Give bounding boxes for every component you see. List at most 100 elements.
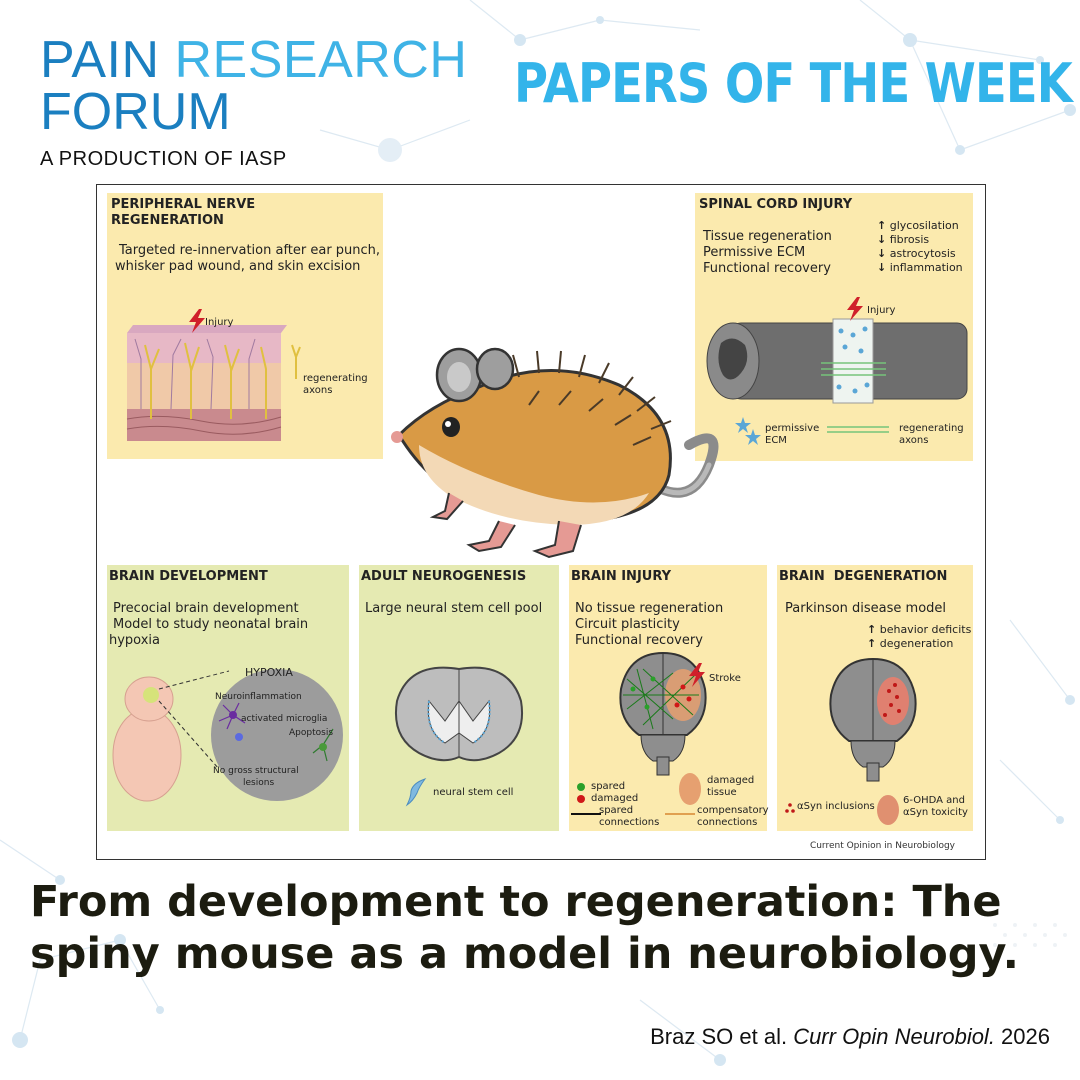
peripheral-regen-label-2: axons [303, 385, 333, 396]
spinal-text-block: Tissue regeneration Permissive ECM Funct… [703, 229, 832, 277]
neurogenesis-text-1: Large neural stem cell pool [365, 601, 543, 616]
damaged-dot-icon [577, 795, 585, 803]
article-title-line-1: From development to regeneration: The [30, 877, 1002, 927]
neural-stem-cell-icon [405, 778, 427, 807]
arrow-up-icon: ↑ [867, 623, 877, 636]
article-title-line-2: spiny mouse as a model in neurobiology. [30, 929, 1019, 979]
brand-logo: PAIN RESEARCH FORUM A PRODUCTION OF IASP [40, 34, 467, 171]
spinal-ecm-label-2: ECM [765, 435, 787, 446]
spinal-ecm-label-1: permissive [765, 423, 820, 434]
spinal-effect-down-3: ↓ inflammation [877, 261, 963, 275]
peripheral-text-2: whisker pad wound, and skin excision [115, 259, 361, 274]
panel-peripheral-nerve: PERIPHERAL NERVE REGENERATION Targeted r… [107, 193, 383, 459]
ohda-label-1: 6-OHDA and [903, 795, 965, 806]
lightning-icon [189, 309, 205, 333]
injured-brain-illustration [619, 651, 707, 776]
degeneration-effect-up-1: ↑ behavior deficits [867, 623, 971, 637]
degeneration-text-1: Parkinson disease model [785, 601, 947, 616]
brain-injury-text-block: No tissue regeneration Circuit plasticit… [575, 601, 723, 649]
spinal-injury-label: Injury [867, 305, 896, 316]
citation-journal: Curr Opin Neurobiol. [793, 1024, 995, 1049]
brand-line-1: PAIN RESEARCH [40, 34, 467, 86]
asyn-inclusion-dots-icon [785, 803, 795, 813]
asyn-inclusions-label: αSyn inclusions [797, 801, 875, 812]
damaged-tissue-swatch [679, 773, 701, 805]
damaged-label: damaged [591, 793, 639, 804]
degeneration-effect-label: degeneration [879, 637, 954, 650]
arrow-down-icon: ↓ [877, 247, 887, 260]
brand-tagline: A PRODUCTION OF IASP [40, 148, 287, 170]
brain-dev-title: BRAIN DEVELOPMENT [109, 569, 268, 584]
hypoxia-label: HYPOXIA [245, 666, 293, 679]
spinal-title: SPINAL CORD INJURY [699, 197, 853, 212]
skin-illustration [126, 325, 287, 441]
peripheral-regen-label-1: regenerating [303, 373, 368, 384]
brand-word-pain: PAIN [40, 31, 175, 89]
article-title: From development to regeneration: The sp… [30, 876, 1060, 980]
regenerating-axon-icon [291, 344, 301, 379]
damaged-tissue-label-1: damaged [707, 775, 755, 786]
lesions-label-1: No gross structural [213, 766, 299, 776]
citation-authors: Braz SO et al. [650, 1024, 794, 1049]
panel-brain-degeneration: BRAIN DEGENERATION Parkinson disease mod… [777, 565, 973, 831]
spinal-effect-down-2: ↓ astrocytosis [877, 247, 963, 261]
brain-injury-text-3: Functional recovery [575, 633, 703, 648]
degeneration-title: BRAIN DEGENERATION [779, 569, 948, 584]
spinal-text-3: Functional recovery [703, 261, 831, 276]
series-title: PAPERS OF THE WEEK [514, 52, 1073, 115]
spared-connection-line-icon [571, 813, 601, 815]
citation: Braz SO et al. Curr Opin Neurobiol. 2026 [650, 1024, 1050, 1050]
arrow-down-icon: ↓ [877, 233, 887, 246]
spinal-effect-label: fibrosis [889, 233, 930, 246]
microglia-label: activated microglia [241, 714, 328, 724]
compensatory-connections-label-2: connections [697, 817, 758, 828]
panel-spinal-cord: SPINAL CORD INJURY Tissue regeneration P… [695, 193, 973, 461]
spinal-effect-up-1: ↑ glycosilation [877, 219, 963, 233]
figure-panel: PERIPHERAL NERVE REGENERATION Targeted r… [96, 184, 986, 860]
lightning-icon [689, 663, 705, 687]
spared-connections-label-2: connections [599, 817, 660, 828]
brain-injury-text-2: Circuit plasticity [575, 617, 680, 632]
panel-brain-development: BRAIN DEVELOPMENT Precocial brain develo… [107, 565, 349, 831]
peripheral-title-2: REGENERATION [111, 213, 224, 228]
peripheral-text-1: Targeted re-innervation after ear punch, [119, 243, 381, 258]
brain-section-illustration [395, 666, 523, 762]
spinal-effect-label: inflammation [889, 261, 963, 274]
spinal-text-1: Tissue regeneration [703, 229, 832, 244]
spinal-effect-down-1: ↓ fibrosis [877, 233, 963, 247]
spinal-cord-illustration [706, 318, 968, 404]
ohda-label-2: αSyn toxicity [903, 807, 968, 818]
regenerating-axon-line-icon [827, 426, 889, 433]
spared-dot-icon [577, 783, 585, 791]
damaged-tissue-label-2: tissue [707, 787, 737, 798]
panel-adult-neurogenesis: ADULT NEUROGENESIS Large neural stem cel… [359, 565, 559, 831]
degeneration-effect-label: behavior deficits [879, 623, 972, 636]
degeneration-effects-list: ↑ behavior deficits ↑ degeneration [867, 623, 971, 651]
spinal-effects-list: ↑ glycosilation ↓ fibrosis ↓ astrocytosi… [877, 219, 963, 275]
brand-line-2: FORUM [40, 83, 231, 141]
spared-label: spared [591, 781, 626, 792]
spinal-text-2: Permissive ECM [703, 245, 806, 260]
ecm-star-icon [735, 417, 761, 445]
stroke-label: Stroke [709, 673, 741, 684]
apoptosis-label: Apoptosis [289, 728, 334, 738]
compensatory-connection-line-icon [665, 813, 695, 815]
figure-credit: Current Opinion in Neurobiology [809, 841, 955, 851]
neuroinflammation-label: Neuroinflammation [215, 692, 302, 702]
neural-stem-cell-label: neural stem cell [433, 787, 514, 798]
brain-injury-title: BRAIN INJURY [571, 569, 672, 584]
arrow-up-icon: ↑ [867, 637, 877, 650]
lightning-icon [847, 297, 863, 321]
brand-word-research: RESEARCH [174, 31, 468, 89]
neonatal-hypoxia-illustration [112, 669, 343, 802]
panel-peripheral-header: PERIPHERAL NERVE REGENERATION Targeted r… [111, 197, 380, 275]
panel-brain-injury: BRAIN INJURY No tissue regeneration Circ… [569, 565, 769, 831]
arrow-up-icon: ↑ [877, 219, 887, 232]
spinal-effect-label: astrocytosis [889, 247, 956, 260]
degenerating-brain-illustration [829, 657, 917, 782]
peripheral-injury-label: Injury [205, 317, 234, 328]
neurogenesis-title: ADULT NEUROGENESIS [361, 569, 527, 584]
toxicity-swatch [877, 795, 899, 825]
brain-dev-text-block: Precocial brain development Model to stu… [109, 601, 308, 649]
